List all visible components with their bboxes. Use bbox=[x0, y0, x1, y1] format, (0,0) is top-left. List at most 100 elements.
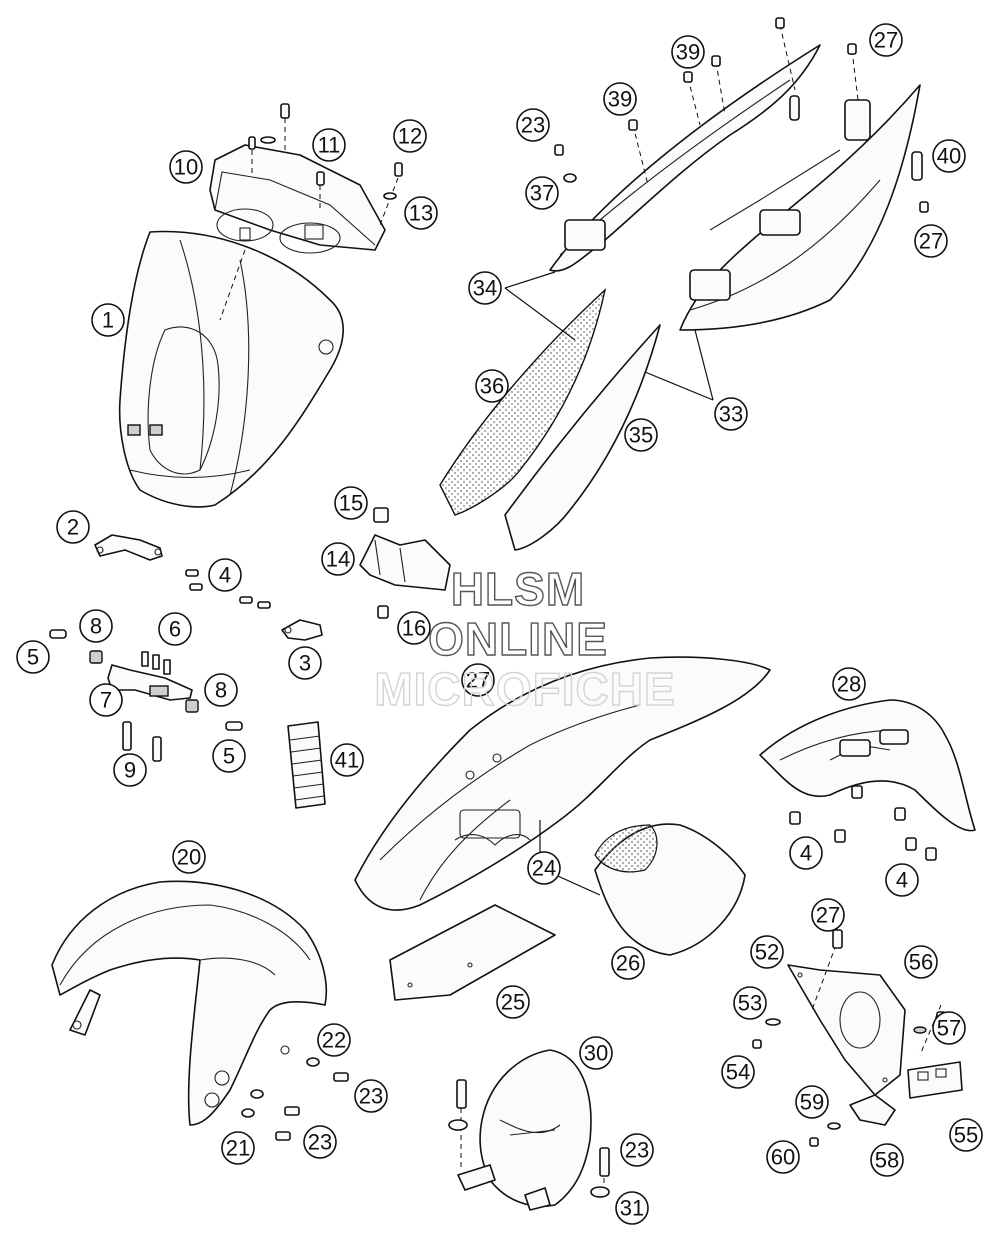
svg-text:14: 14 bbox=[326, 547, 350, 572]
callout-23: 23 bbox=[620, 1133, 654, 1167]
callout-9: 9 bbox=[113, 753, 147, 787]
callout-35: 35 bbox=[624, 418, 658, 452]
callout-34: 34 bbox=[468, 271, 502, 305]
part-tail-frame-28 bbox=[759, 699, 976, 832]
callout-22: 22 bbox=[317, 1023, 351, 1057]
svg-text:40: 40 bbox=[937, 144, 961, 169]
svg-text:27: 27 bbox=[919, 229, 943, 254]
svg-text:26: 26 bbox=[616, 951, 640, 976]
callout-23: 23 bbox=[354, 1079, 388, 1113]
callout-12: 12 bbox=[393, 119, 427, 153]
svg-text:13: 13 bbox=[409, 201, 433, 226]
callout-16: 16 bbox=[397, 611, 431, 645]
callout-4: 4 bbox=[789, 836, 823, 870]
callout-1: 1 bbox=[91, 303, 125, 337]
svg-text:56: 56 bbox=[909, 950, 933, 975]
callout-31: 31 bbox=[615, 1191, 649, 1225]
part-bracket-14 bbox=[359, 534, 451, 591]
part-headlight-mask bbox=[118, 230, 344, 508]
svg-text:4: 4 bbox=[800, 841, 812, 866]
part-side-panel-34 bbox=[549, 44, 821, 272]
part-clip-15 bbox=[373, 507, 389, 523]
callout-4: 4 bbox=[885, 863, 919, 897]
callout-5: 5 bbox=[16, 640, 50, 674]
svg-text:23: 23 bbox=[308, 1130, 332, 1155]
part-screws-seat bbox=[554, 17, 929, 213]
part-bracket-2 bbox=[94, 534, 163, 561]
svg-text:3: 3 bbox=[299, 651, 311, 676]
callout-8: 8 bbox=[204, 673, 238, 707]
callout-39: 39 bbox=[671, 35, 705, 69]
callout-59: 59 bbox=[795, 1085, 829, 1119]
svg-text:54: 54 bbox=[726, 1060, 750, 1085]
svg-text:9: 9 bbox=[124, 758, 136, 783]
svg-text:7: 7 bbox=[100, 688, 112, 713]
svg-text:33: 33 bbox=[719, 402, 743, 427]
svg-text:11: 11 bbox=[318, 133, 341, 158]
callout-30: 30 bbox=[579, 1036, 613, 1070]
part-grille-41 bbox=[287, 721, 326, 809]
svg-text:31: 31 bbox=[620, 1196, 644, 1221]
callout-24: 24 bbox=[527, 851, 561, 885]
svg-text:5: 5 bbox=[223, 744, 235, 769]
callout-27: 27 bbox=[461, 663, 495, 697]
svg-text:57: 57 bbox=[937, 1016, 961, 1041]
callout-20: 20 bbox=[172, 840, 206, 874]
svg-text:20: 20 bbox=[177, 845, 201, 870]
part-bolts-4 bbox=[185, 569, 271, 609]
svg-text:23: 23 bbox=[359, 1084, 383, 1109]
callout-54: 54 bbox=[721, 1055, 755, 1089]
callout-7: 7 bbox=[89, 683, 123, 717]
svg-text:21: 21 bbox=[226, 1136, 250, 1161]
part-decal-35 bbox=[504, 324, 661, 551]
part-fender-cover-hardware bbox=[448, 1079, 610, 1198]
callout-26: 26 bbox=[611, 946, 645, 980]
svg-text:28: 28 bbox=[837, 672, 861, 697]
watermark-line-2: ONLINE bbox=[428, 613, 608, 665]
svg-text:36: 36 bbox=[480, 374, 504, 399]
svg-text:59: 59 bbox=[800, 1090, 824, 1115]
callout-27: 27 bbox=[914, 224, 948, 258]
svg-text:55: 55 bbox=[954, 1123, 978, 1148]
svg-text:27: 27 bbox=[816, 903, 840, 928]
watermark-line-1: HLSM bbox=[451, 563, 585, 615]
svg-text:4: 4 bbox=[896, 868, 908, 893]
watermark-line-3: MICROFICHE bbox=[374, 663, 675, 715]
part-license-bracket-52 bbox=[787, 964, 906, 1096]
callout-52: 52 bbox=[750, 935, 784, 969]
part-bracket-3 bbox=[281, 619, 323, 641]
part-side-panel-33 bbox=[679, 84, 921, 331]
part-license-hardware bbox=[752, 929, 946, 1147]
svg-text:58: 58 bbox=[875, 1148, 899, 1173]
part-bracket-58 bbox=[849, 1094, 896, 1126]
part-front-fender-20 bbox=[51, 880, 328, 1126]
callout-10: 10 bbox=[169, 150, 203, 184]
svg-text:8: 8 bbox=[90, 614, 102, 639]
svg-text:53: 53 bbox=[738, 991, 762, 1016]
svg-text:27: 27 bbox=[466, 668, 490, 693]
callout-21: 21 bbox=[221, 1131, 255, 1165]
part-rear-fender-24 bbox=[354, 656, 771, 911]
svg-text:23: 23 bbox=[625, 1138, 649, 1163]
callout-58: 58 bbox=[870, 1143, 904, 1177]
svg-text:5: 5 bbox=[27, 645, 39, 670]
callout-2: 2 bbox=[56, 510, 90, 544]
callout-36: 36 bbox=[475, 369, 509, 403]
svg-text:60: 60 bbox=[771, 1145, 795, 1170]
callout-53: 53 bbox=[733, 986, 767, 1020]
callout-55: 55 bbox=[949, 1118, 983, 1152]
callout-25: 25 bbox=[496, 985, 530, 1019]
svg-text:8: 8 bbox=[215, 678, 227, 703]
callout-13: 13 bbox=[404, 196, 438, 230]
callout-27: 27 bbox=[811, 898, 845, 932]
callout-60: 60 bbox=[766, 1140, 800, 1174]
svg-text:52: 52 bbox=[755, 940, 779, 965]
callout-5: 5 bbox=[212, 739, 246, 773]
svg-text:34: 34 bbox=[473, 276, 497, 301]
svg-text:12: 12 bbox=[398, 124, 422, 149]
part-screw-16 bbox=[377, 605, 389, 619]
part-mud-flap-25 bbox=[389, 904, 556, 1001]
svg-text:30: 30 bbox=[584, 1041, 608, 1066]
part-screws-9 bbox=[122, 721, 162, 762]
